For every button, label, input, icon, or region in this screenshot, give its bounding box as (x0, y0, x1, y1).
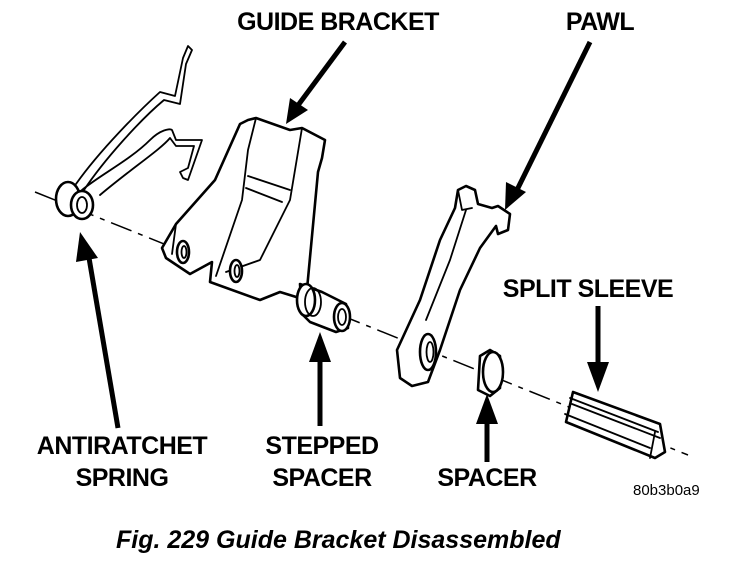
stepped-spacer (295, 282, 352, 334)
figure-caption: Fig. 229 Guide Bracket Disassembled (116, 526, 561, 554)
image-code: 80b3b0a9 (633, 482, 700, 499)
label-pawl: PAWL (565, 8, 635, 36)
label-spacer: SPACER (437, 464, 537, 492)
guide-bracket (160, 116, 327, 302)
antiratchet-spring (54, 45, 203, 221)
pawl (395, 184, 512, 388)
label-antiratchet-line1: ANTIRATCHET (36, 432, 208, 460)
label-stepped-spacer: STEPPED SPACER (248, 430, 396, 494)
arrow-stepped-spacer (309, 332, 331, 426)
label-guide-bracket: GUIDE BRACKET (237, 8, 439, 36)
label-antiratchet-line2: SPRING (75, 464, 169, 492)
label-antiratchet-spring: ANTIRATCHET SPRING (22, 430, 222, 494)
arrow-antiratchet-spring (76, 232, 121, 429)
label-split-sleeve: SPLIT SLEEVE (502, 275, 674, 303)
arrow-pawl (505, 40, 593, 210)
arrow-split-sleeve (587, 306, 609, 392)
label-stepped-line2: SPACER (272, 464, 372, 492)
label-stepped-line1: STEPPED (265, 432, 379, 460)
spacer (476, 348, 505, 398)
arrow-guide-bracket (286, 40, 348, 124)
arrow-spacer (476, 394, 498, 462)
split-sleeve (564, 390, 667, 460)
